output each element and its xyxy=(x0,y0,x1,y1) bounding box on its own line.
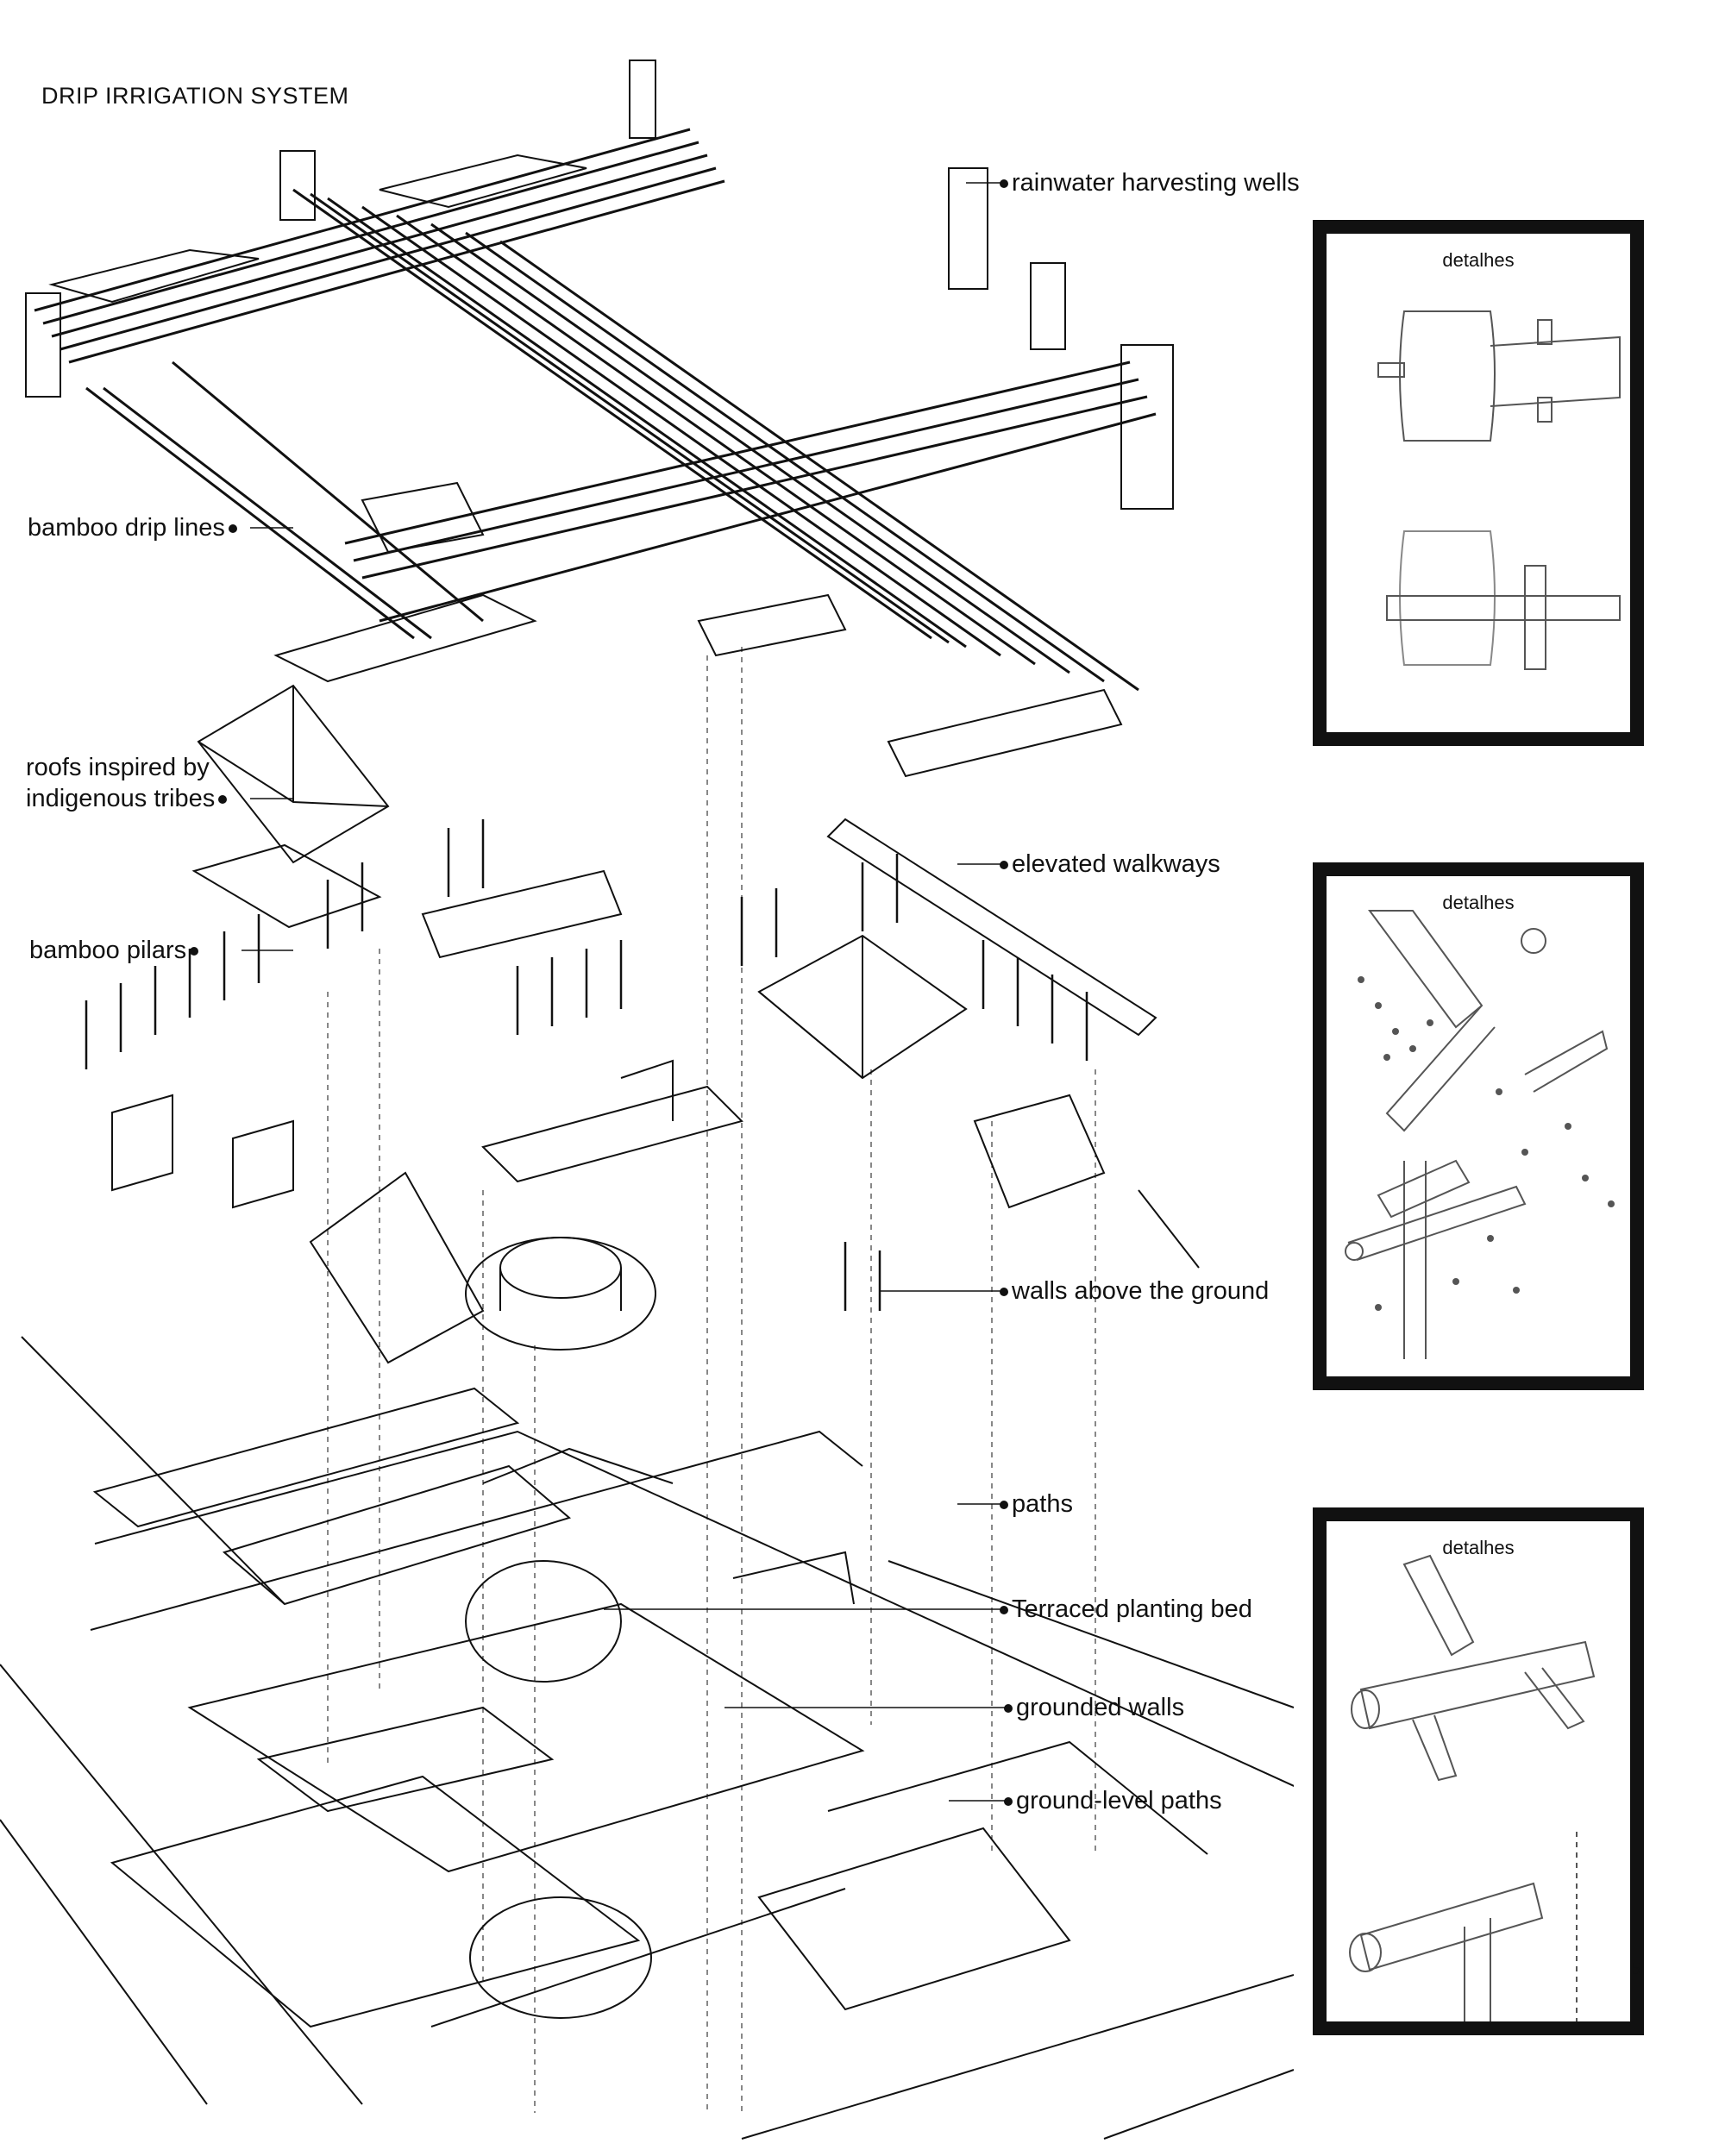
label-ground-level-paths: ground-level paths xyxy=(1000,1785,1222,1816)
joint-sketch-1 xyxy=(1377,310,1621,670)
label-text: bamboo pilars xyxy=(29,937,187,964)
detail-panel-1: detalhes xyxy=(1313,220,1644,746)
label-elevated-walkways: elevated walkways xyxy=(996,849,1220,880)
label-text: ground-level paths xyxy=(1016,1787,1222,1814)
label-leaders xyxy=(242,182,1009,1802)
circular-pavilion xyxy=(465,1237,656,1351)
bullet-dot xyxy=(1004,1704,1013,1714)
label-bamboo-pillars: bamboo pilars xyxy=(29,935,202,966)
label-roofs: roofs inspired by indigenous tribes xyxy=(26,752,230,814)
page-number: 5 xyxy=(1632,1959,1640,1978)
drip-line-network xyxy=(25,60,1174,778)
tee-joint-sketch xyxy=(1349,1554,1596,2021)
bullet-dot xyxy=(218,795,228,805)
drip-pipe-sketch xyxy=(1345,910,1615,1359)
label-text: elevated walkways xyxy=(1012,850,1220,878)
bullet-dot xyxy=(1004,1797,1013,1807)
label-paths: paths xyxy=(996,1489,1073,1520)
label-text: rainwater harvesting wells xyxy=(1012,169,1300,197)
label-text: grounded walls xyxy=(1016,1694,1185,1721)
pillars-and-roofs xyxy=(85,684,1200,1364)
label-text: paths xyxy=(1012,1490,1073,1518)
detail-panel-3: detalhes xyxy=(1313,1507,1644,2035)
label-terraced-bed: Terraced planting bed xyxy=(996,1594,1252,1625)
label-text: indigenous tribes xyxy=(26,785,216,812)
bullet-dot xyxy=(1000,1288,1008,1297)
bullet-dot xyxy=(228,524,237,534)
bullet-dot xyxy=(1000,861,1008,870)
label-drip-lines: bamboo drip lines xyxy=(28,512,241,543)
bullet-dot xyxy=(1000,1606,1008,1615)
label-walls-above-ground: walls above the ground xyxy=(996,1275,1269,1307)
detail-panel-title: detalhes xyxy=(1442,249,1515,271)
bullet-dot xyxy=(1000,179,1008,189)
ground-plan xyxy=(0,1336,1294,2140)
label-rainwater-wells: rainwater harvesting wells xyxy=(996,167,1300,198)
exploded-axonometric-drawing xyxy=(0,60,1294,2140)
detail-panel-title: detalhes xyxy=(1442,1537,1515,1558)
projection-lines xyxy=(327,647,1096,2113)
label-text: roofs inspired by xyxy=(26,754,210,781)
label-text-line2: indigenous tribes xyxy=(26,783,230,814)
water-drops xyxy=(1358,976,1615,1311)
page-title: DRIP IRRIGATION SYSTEM xyxy=(41,83,349,109)
bullet-dot xyxy=(190,947,199,956)
label-text: walls above the ground xyxy=(1012,1277,1270,1305)
label-grounded-walls: grounded walls xyxy=(1000,1692,1184,1723)
bullet-dot xyxy=(1000,1501,1008,1510)
label-text: Terraced planting bed xyxy=(1012,1595,1252,1623)
detail-panel-2: detalhes xyxy=(1313,862,1644,1390)
label-text: bamboo drip lines xyxy=(28,514,225,542)
detail-panel-title: detalhes xyxy=(1442,892,1515,913)
